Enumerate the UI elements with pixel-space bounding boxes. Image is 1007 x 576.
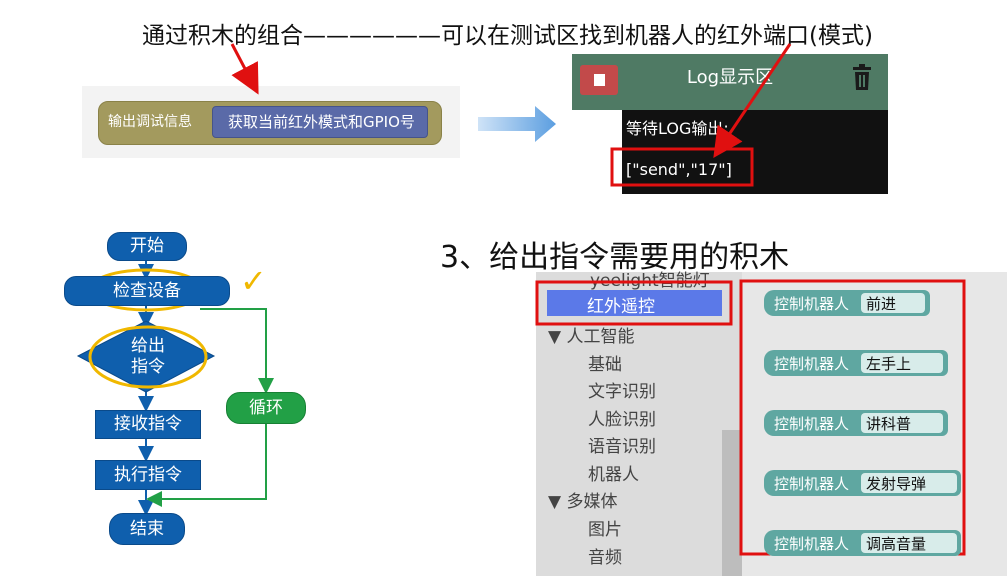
- toolbox-item-ir-remote[interactable]: [547, 290, 722, 316]
- toolbox-scrollbar[interactable]: [722, 430, 742, 576]
- log-panel-header: [572, 54, 888, 110]
- decision-diamond: [76, 320, 216, 393]
- debug-output-block-label: 输出调试信息: [108, 114, 192, 130]
- robot-action-dropdown[interactable]: [861, 413, 943, 433]
- robot-control-block-label: 控制机器人: [774, 355, 850, 373]
- log-panel-title: Log显示区: [686, 67, 774, 88]
- flow-end: 结束: [109, 513, 185, 545]
- robot-action-dropdown[interactable]: [861, 533, 957, 553]
- get-ir-mode-block[interactable]: [212, 106, 428, 138]
- toolbox-item-basic[interactable]: 基础: [588, 355, 622, 375]
- right-arrow-icon: [478, 106, 556, 142]
- toolbox-item-ir-remote-label: 红外遥控: [587, 297, 655, 317]
- flyout-edge: [988, 272, 1007, 576]
- toolbox-item-audio[interactable]: 音频: [588, 548, 622, 568]
- log-output-highlight: [610, 147, 754, 187]
- toolbox-item-image[interactable]: 图片: [588, 520, 622, 540]
- robot-action-value: 讲科普: [866, 415, 912, 433]
- flow-receive-command: 接收指令: [95, 410, 201, 439]
- robot-action-dropdown[interactable]: [861, 473, 957, 493]
- selected-category-highlight: [535, 280, 733, 326]
- get-ir-mode-block-label: 获取当前红外模式和GPIO号: [228, 113, 415, 131]
- annotation-arrow-log: [713, 43, 792, 158]
- robot-action-value: 左手上: [866, 355, 912, 373]
- toolbox-category-ai[interactable]: ▼ 人工智能: [548, 327, 635, 347]
- log-output-area: [622, 110, 888, 194]
- log-waiting-text: 等待LOG输出:: [626, 119, 729, 138]
- flow-check-device: 检查设备: [64, 276, 230, 306]
- top-caption: 通过积木的组合——————可以在测试区找到机器人的红外端口(模式): [142, 23, 873, 49]
- robot-control-block-label: 控制机器人: [774, 415, 850, 433]
- toolbox-item-text-recognition[interactable]: 文字识别: [588, 382, 656, 402]
- flow-execute-command: 执行指令: [95, 460, 201, 490]
- robot-action-value: 发射导弹: [866, 475, 927, 493]
- flow-start: 开始: [107, 232, 187, 261]
- annotation-arrow-block: [230, 43, 259, 95]
- flow-give-command: 给出 指令: [128, 336, 168, 378]
- flow-give-line1: 给出: [131, 336, 165, 356]
- trash-icon[interactable]: [848, 62, 876, 92]
- toolbox-item-face-recognition[interactable]: 人脸识别: [588, 410, 656, 430]
- section-heading: 3、给出指令需要用的积木: [440, 240, 790, 275]
- robot-action-dropdown[interactable]: [861, 353, 943, 373]
- flow-loop: 循环: [226, 392, 306, 424]
- toolbox-category-multimedia[interactable]: ▼ 多媒体: [548, 492, 618, 512]
- log-gutter: [572, 110, 622, 194]
- give-highlight: [88, 325, 208, 389]
- robot-control-block-label: 控制机器人: [774, 535, 850, 553]
- log-output-text: ["send","17"]: [626, 160, 732, 179]
- robot-action-dropdown[interactable]: [861, 293, 925, 313]
- checkmark-icon: ✓: [240, 262, 267, 300]
- stop-icon: [594, 74, 605, 86]
- robot-control-block-label: 控制机器人: [774, 295, 850, 313]
- toolbox-item-robot[interactable]: 机器人: [588, 465, 639, 485]
- robot-action-value: 前进: [866, 295, 897, 313]
- toolbox-item-speech-recognition[interactable]: 语音识别: [588, 437, 656, 457]
- robot-action-value: 调高音量: [866, 535, 927, 553]
- robot-control-block-label: 控制机器人: [774, 475, 850, 493]
- flow-give-line2: 指令: [131, 357, 165, 377]
